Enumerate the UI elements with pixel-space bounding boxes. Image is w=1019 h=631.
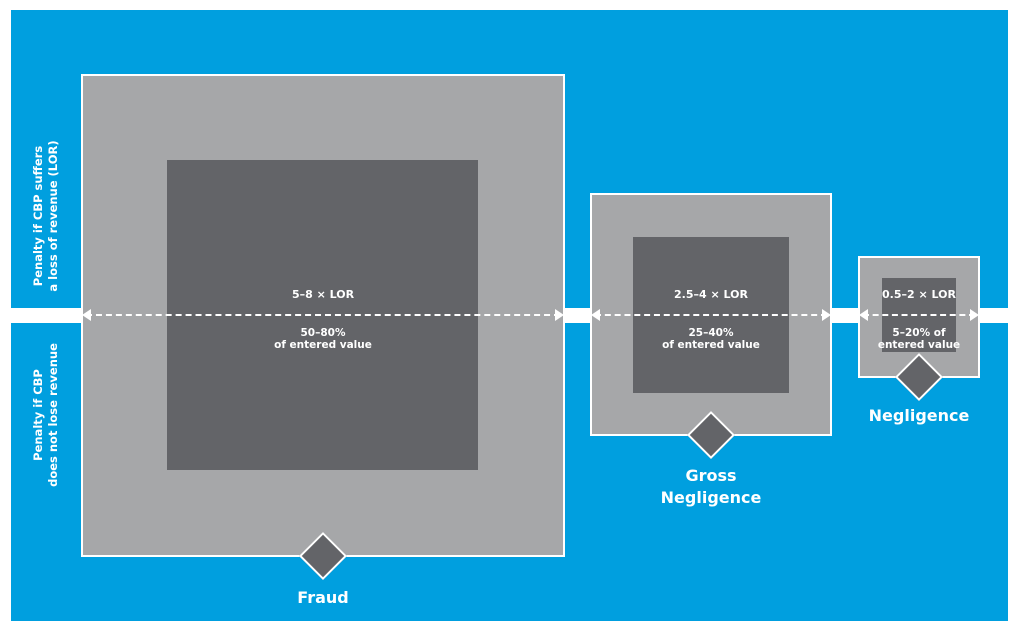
- fraud-label: Fraud: [297, 588, 349, 607]
- fraud-span-arrow: [82, 309, 564, 321]
- negligence-span-arrow: [859, 309, 979, 321]
- axis-label-bottom: Penalty if CBP does not lose revenue: [31, 343, 61, 487]
- axis-label-bottom-line2: does not lose revenue: [46, 343, 60, 487]
- gross-negligence-span-arrow: [591, 309, 831, 321]
- axis-label-top-line2: a loss of revenue (LOR): [46, 140, 60, 292]
- gross-negligence-value-penalty-suffix: of entered value: [662, 339, 760, 351]
- negligence-lor-penalty: 0.5–2 × LOR: [882, 288, 956, 301]
- fraud-lor-penalty: 5–8 × LOR: [291, 288, 355, 301]
- fraud-value-penalty-pct: 50–80%: [300, 327, 346, 339]
- negligence-label: Negligence: [868, 406, 970, 425]
- negligence-value-penalty: 5–20% of entered value: [878, 327, 960, 351]
- gross-negligence-label-line1: Gross: [685, 466, 737, 485]
- gross-negligence-value-penalty: 25–40% of entered value: [662, 327, 760, 351]
- gross-negligence-lor-penalty: 2.5–4 × LOR: [674, 288, 748, 301]
- negligence-value-penalty-pct: 5–20% of: [892, 327, 946, 339]
- fraud-value-penalty-suffix: of entered value: [274, 339, 372, 351]
- axis-label-top: Penalty if CBP suffers a loss of revenue…: [31, 140, 61, 291]
- gross-negligence-value-penalty-pct: 25–40%: [688, 327, 734, 339]
- fraud-value-penalty: 50–80% of entered value: [274, 327, 372, 351]
- gross-negligence-label: Gross Negligence: [661, 465, 762, 509]
- axis-label-top-line1: Penalty if CBP suffers: [31, 145, 45, 287]
- gross-negligence-label-line2: Negligence: [660, 488, 762, 507]
- axis-label-bottom-line1: Penalty if CBP: [31, 369, 45, 461]
- negligence-value-penalty-suffix: entered value: [877, 339, 961, 351]
